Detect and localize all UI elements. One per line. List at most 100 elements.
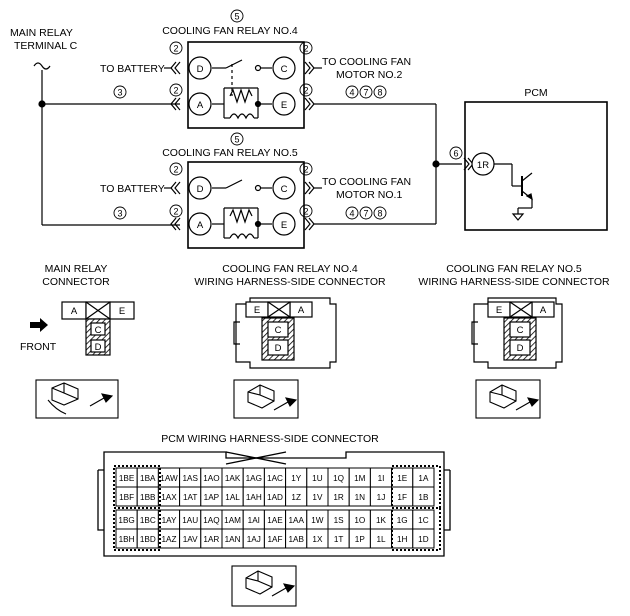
pin-label: 1AR: [203, 535, 219, 544]
resistor-icon: [229, 208, 253, 224]
ref-label: 4: [349, 209, 354, 219]
cell-label: A: [298, 305, 305, 316]
connector-plug-icon: [233, 379, 299, 419]
to-fan-1-line1: TO COOLING FAN: [322, 176, 411, 188]
reference-number-labels: 5 5 2 2 2 2 2 2 2 2 3 3 6 4 7 8 4 7 8: [117, 12, 458, 219]
cell-label: E: [496, 305, 502, 316]
connector-title: WIRING HARNESS-SIDE CONNECTOR: [194, 276, 386, 288]
pin-label: 1AD: [267, 493, 283, 502]
pin-label: 1AJ: [247, 535, 261, 544]
pin-label: 1D: [418, 535, 429, 544]
ref-label: 4: [349, 88, 354, 98]
pin-label: 1O: [354, 516, 365, 525]
connector-title: WIRING HARNESS-SIDE CONNECTOR: [418, 276, 610, 288]
ref-label: 3: [117, 88, 122, 98]
cell-label: D: [95, 342, 102, 353]
relay-5-connector: COOLING FAN RELAY NO.5 WIRING HARNESS-SI…: [418, 263, 610, 419]
pin-label: 1T: [334, 535, 344, 544]
pin-label: 1AQ: [203, 516, 219, 525]
terminal-a-label: A: [197, 220, 204, 231]
cell-label: D: [275, 343, 282, 354]
cell-label: E: [254, 305, 260, 316]
pin-label: 1U: [312, 474, 323, 483]
terminal-c-label: C: [281, 184, 288, 195]
ref-label: 2: [303, 86, 308, 96]
connector-title: COOLING FAN RELAY NO.5: [446, 263, 582, 275]
pin-label: 1AU: [182, 516, 198, 525]
connector-plug-icon: [475, 379, 541, 419]
schematic-labels: COOLING FAN RELAY NO.4 COOLING FAN RELAY…: [100, 25, 548, 231]
pin-label: 1AB: [288, 535, 304, 544]
pin-group-outline: [391, 507, 441, 551]
pcm-box: [464, 101, 608, 231]
terminal-e-label: E: [281, 220, 287, 231]
ref-label: 5: [234, 135, 239, 145]
to-fan-2-line1: TO COOLING FAN: [322, 56, 411, 68]
cell-label: A: [71, 306, 78, 317]
pin-label: 1K: [376, 516, 387, 525]
pin-label: 1BC: [140, 516, 156, 525]
pin-label: 1V: [312, 493, 323, 502]
pin-label: 1F: [397, 493, 407, 502]
pcm-connector-title: PCM WIRING HARNESS-SIDE CONNECTOR: [161, 433, 379, 445]
pin-label: 1AG: [246, 474, 262, 483]
pin-label: 1BG: [118, 516, 134, 525]
pin-label: 1H: [397, 535, 408, 544]
pin-label: 1A: [418, 474, 429, 483]
relay-4-title: COOLING FAN RELAY NO.4: [162, 25, 298, 37]
ref-label: 2: [173, 44, 178, 54]
pin-label: 1AW: [160, 474, 178, 483]
pin-label: 1AZ: [161, 535, 176, 544]
pcm-title: PCM: [524, 87, 547, 99]
ref-label: 7: [363, 88, 368, 98]
pin-label: 1AV: [183, 535, 198, 544]
pin-label: 1J: [377, 493, 386, 502]
ref-label: 2: [173, 165, 178, 175]
pin-label: 1AT: [183, 493, 197, 502]
pin-label: 1I: [378, 474, 385, 483]
ref-label: 2: [303, 165, 308, 175]
ref-label: 3: [117, 209, 122, 219]
ref-label: 7: [363, 209, 368, 219]
transistor-icon: [521, 172, 533, 201]
main-relay-label-2: TERMINAL C: [14, 40, 78, 52]
connector-title: COOLING FAN RELAY NO.4: [222, 263, 358, 275]
pin-label: 1R: [333, 493, 344, 502]
pin-label: 1AO: [203, 474, 219, 483]
pin-label: 1AE: [267, 516, 283, 525]
relay-coil-icon: [229, 233, 255, 240]
pin-label: 1AH: [246, 493, 262, 502]
pin-label: 1AK: [225, 474, 241, 483]
pin-label: 1P: [355, 535, 366, 544]
to-fan-1-line2: MOTOR NO.1: [336, 189, 402, 201]
relay-4-connector: COOLING FAN RELAY NO.4 WIRING HARNESS-SI…: [194, 263, 386, 419]
pin-label: 1C: [418, 516, 429, 525]
connector-title: MAIN RELAY: [45, 263, 108, 275]
relay-4-box: [187, 41, 305, 129]
main-relay-connector: MAIN RELAY CONNECTOR A E C D FRONT: [20, 263, 135, 419]
terminal-e-label: E: [281, 100, 287, 111]
cell-label: C: [95, 325, 102, 336]
wire-break-icon: [33, 62, 51, 70]
cell-label: A: [540, 305, 547, 316]
pin-cell: [412, 528, 435, 549]
cell-label: C: [517, 325, 524, 336]
arrow-right-icon: [30, 318, 48, 332]
pin-label: 1BF: [119, 493, 134, 502]
ref-label: 8: [377, 209, 382, 219]
pin-label: 1AP: [204, 493, 220, 502]
terminal-c-label: C: [281, 64, 288, 75]
connector-title: CONNECTOR: [42, 276, 110, 288]
pin-label: 1S: [334, 516, 345, 525]
pin-label: 1AX: [161, 493, 177, 502]
main-relay-label-1: MAIN RELAY: [10, 27, 73, 39]
pin-label: 1AS: [182, 474, 198, 483]
to-battery-5: TO BATTERY: [100, 183, 165, 195]
ref-label: 5: [234, 12, 239, 22]
to-battery-4: TO BATTERY: [100, 63, 165, 75]
pin-cell: [412, 486, 435, 507]
to-fan-2-line2: MOTOR NO.2: [336, 69, 402, 81]
